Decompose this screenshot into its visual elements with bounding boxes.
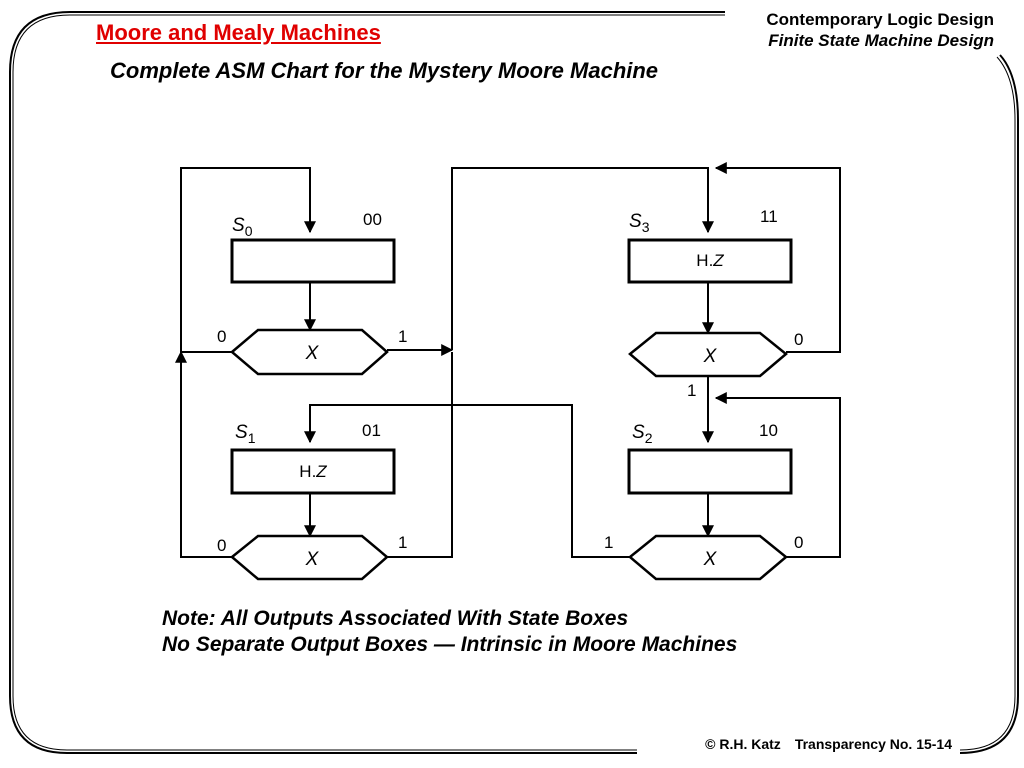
decision-variable-d1: X	[305, 549, 320, 570]
copyright: © R.H. Katz	[705, 736, 781, 752]
branch-label-d1-right: 1	[398, 533, 407, 552]
decision-box-d0	[230, 328, 389, 376]
state-s0: S0 00	[230, 210, 396, 284]
decision-d3: X 0 1	[628, 330, 803, 400]
state-label-s2: S2	[632, 422, 653, 446]
course-name: Contemporary Logic Design	[766, 10, 994, 29]
branch-label-d3-right: 0	[794, 330, 803, 349]
state-code-s0: 00	[363, 210, 382, 229]
transparency-number: Transparency No. 15-14	[794, 736, 952, 752]
state-box-s0	[230, 238, 396, 284]
connection-lines	[175, 162, 841, 558]
state-s1: S1 01 H.Z	[230, 421, 396, 495]
branch-label-d2-left: 1	[604, 533, 613, 552]
state-code-s1: 01	[362, 421, 381, 440]
decision-variable-d2: X	[703, 549, 718, 570]
decision-d2: X 1 0	[604, 533, 803, 581]
decision-variable-d0: X	[305, 343, 320, 364]
note-line-1: Note: All Outputs Associated With State …	[162, 607, 629, 630]
state-label-s0: S0	[232, 215, 253, 239]
branch-label-d0-right: 1	[398, 327, 407, 346]
state-label-s3: S3	[629, 211, 650, 235]
decision-box-d2	[628, 534, 788, 581]
state-output-s1: H.Z	[299, 462, 327, 481]
slide-title: Moore and Mealy Machines	[96, 20, 381, 45]
state-code-s3: 11	[760, 207, 778, 226]
state-s2: S2 10	[627, 421, 793, 495]
notes: Note: All Outputs Associated With State …	[162, 606, 737, 658]
state-s3: S3 11 H.Z	[627, 207, 793, 284]
branch-label-d3-bottom: 1	[687, 381, 696, 400]
footer: © R.H. Katz Transparency No. 15-14	[705, 736, 952, 752]
decision-d1: X 0 1	[217, 533, 407, 581]
course-header: Contemporary Logic Design Finite State M…	[766, 9, 994, 51]
state-label-s1: S1	[235, 422, 256, 446]
state-box-s3	[627, 238, 793, 284]
note-line-2: No Separate Output Boxes — Intrinsic in …	[162, 633, 738, 656]
decision-box-d3	[628, 331, 788, 378]
chapter-name: Finite State Machine Design	[768, 31, 994, 50]
state-box-s2	[627, 448, 793, 495]
decision-box-d1	[230, 534, 389, 581]
branch-label-d0-left: 0	[217, 327, 226, 346]
branch-label-d1-left: 0	[217, 536, 226, 555]
state-box-s1	[230, 448, 396, 495]
decision-d0: X 0 1	[217, 327, 407, 376]
decision-variable-d3: X	[703, 346, 718, 367]
state-output-s3: H.Z	[696, 251, 724, 270]
state-code-s2: 10	[759, 421, 778, 440]
slide-subtitle: Complete ASM Chart for the Mystery Moore…	[110, 58, 659, 83]
branch-label-d2-right: 0	[794, 533, 803, 552]
